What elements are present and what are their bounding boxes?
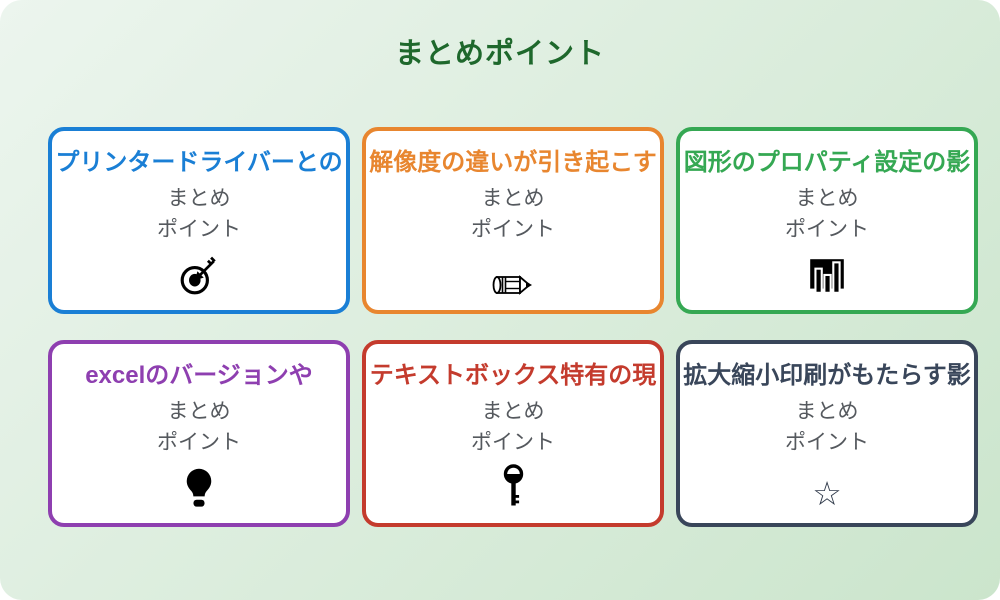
card-body-text: まとめ ポイント xyxy=(157,396,241,459)
card-body-line2: ポイント xyxy=(471,218,555,241)
card-title-wrap: excelのバージョンや xyxy=(52,355,346,390)
card-title: テキストボックス特有の現 xyxy=(369,362,657,389)
card-body-text: まとめ ポイント xyxy=(785,396,869,459)
card-body-text: まとめ ポイント xyxy=(785,183,869,246)
page-title: まとめポイント xyxy=(394,38,605,70)
card-body-line2: ポイント xyxy=(785,431,869,454)
card-grid: プリンタードライバーとの まとめ ポイント 解像度の違いが引き起こす xyxy=(48,127,978,527)
card-body-line1: まとめ xyxy=(795,186,859,210)
card-body-line2: ポイント xyxy=(157,218,241,241)
card-title: プリンタードライバーとの xyxy=(55,149,343,176)
card-title-wrap: 拡大縮小印刷がもたらす影 xyxy=(680,355,974,390)
dart-target-icon xyxy=(178,251,220,297)
summary-card: 図形のプロパティ設定の影 まとめ ポイント xyxy=(676,127,978,314)
card-body-line1: まとめ xyxy=(167,399,231,423)
pencil-icon xyxy=(490,251,536,297)
card-body-text: まとめ ポイント xyxy=(157,183,241,246)
card-body-line1: まとめ xyxy=(167,186,231,210)
card-body-line2: ポイント xyxy=(471,431,555,454)
card-body-text: まとめ ポイント xyxy=(471,396,555,459)
card-body-line1: まとめ xyxy=(481,186,545,210)
bar-chart-icon xyxy=(806,251,848,297)
card-title-wrap: テキストボックス特有の現 xyxy=(366,355,660,390)
summary-card: プリンタードライバーとの まとめ ポイント xyxy=(48,127,350,314)
summary-card: 拡大縮小印刷がもたらす影 まとめ ポイント ☆ xyxy=(676,340,978,527)
star-glyph: ☆ xyxy=(812,475,842,512)
card-body-line2: ポイント xyxy=(157,431,241,454)
card-title-wrap: 図形のプロパティ設定の影 xyxy=(680,142,974,177)
card-title: 解像度の違いが引き起こす xyxy=(369,149,657,176)
card-body-text: まとめ ポイント xyxy=(471,183,555,246)
card-title-wrap: 解像度の違いが引き起こす xyxy=(366,142,660,177)
card-title: 拡大縮小印刷がもたらす影 xyxy=(683,362,971,389)
card-title: 図形のプロパティ設定の影 xyxy=(683,149,971,176)
card-title: excelのバージョンや xyxy=(85,362,313,389)
card-body-line2: ポイント xyxy=(785,218,869,241)
summary-card: excelのバージョンや まとめ ポイント xyxy=(48,340,350,527)
summary-card: テキストボックス特有の現 まとめ ポイント xyxy=(362,340,664,527)
summary-card: 解像度の違いが引き起こす まとめ ポイント xyxy=(362,127,664,314)
lightbulb-icon xyxy=(183,464,215,510)
card-body-line1: まとめ xyxy=(481,399,545,423)
star-icon: ☆ xyxy=(812,464,842,510)
key-icon xyxy=(500,464,527,510)
card-title-wrap: プリンタードライバーとの xyxy=(52,142,346,177)
card-body-line1: まとめ xyxy=(795,399,859,423)
